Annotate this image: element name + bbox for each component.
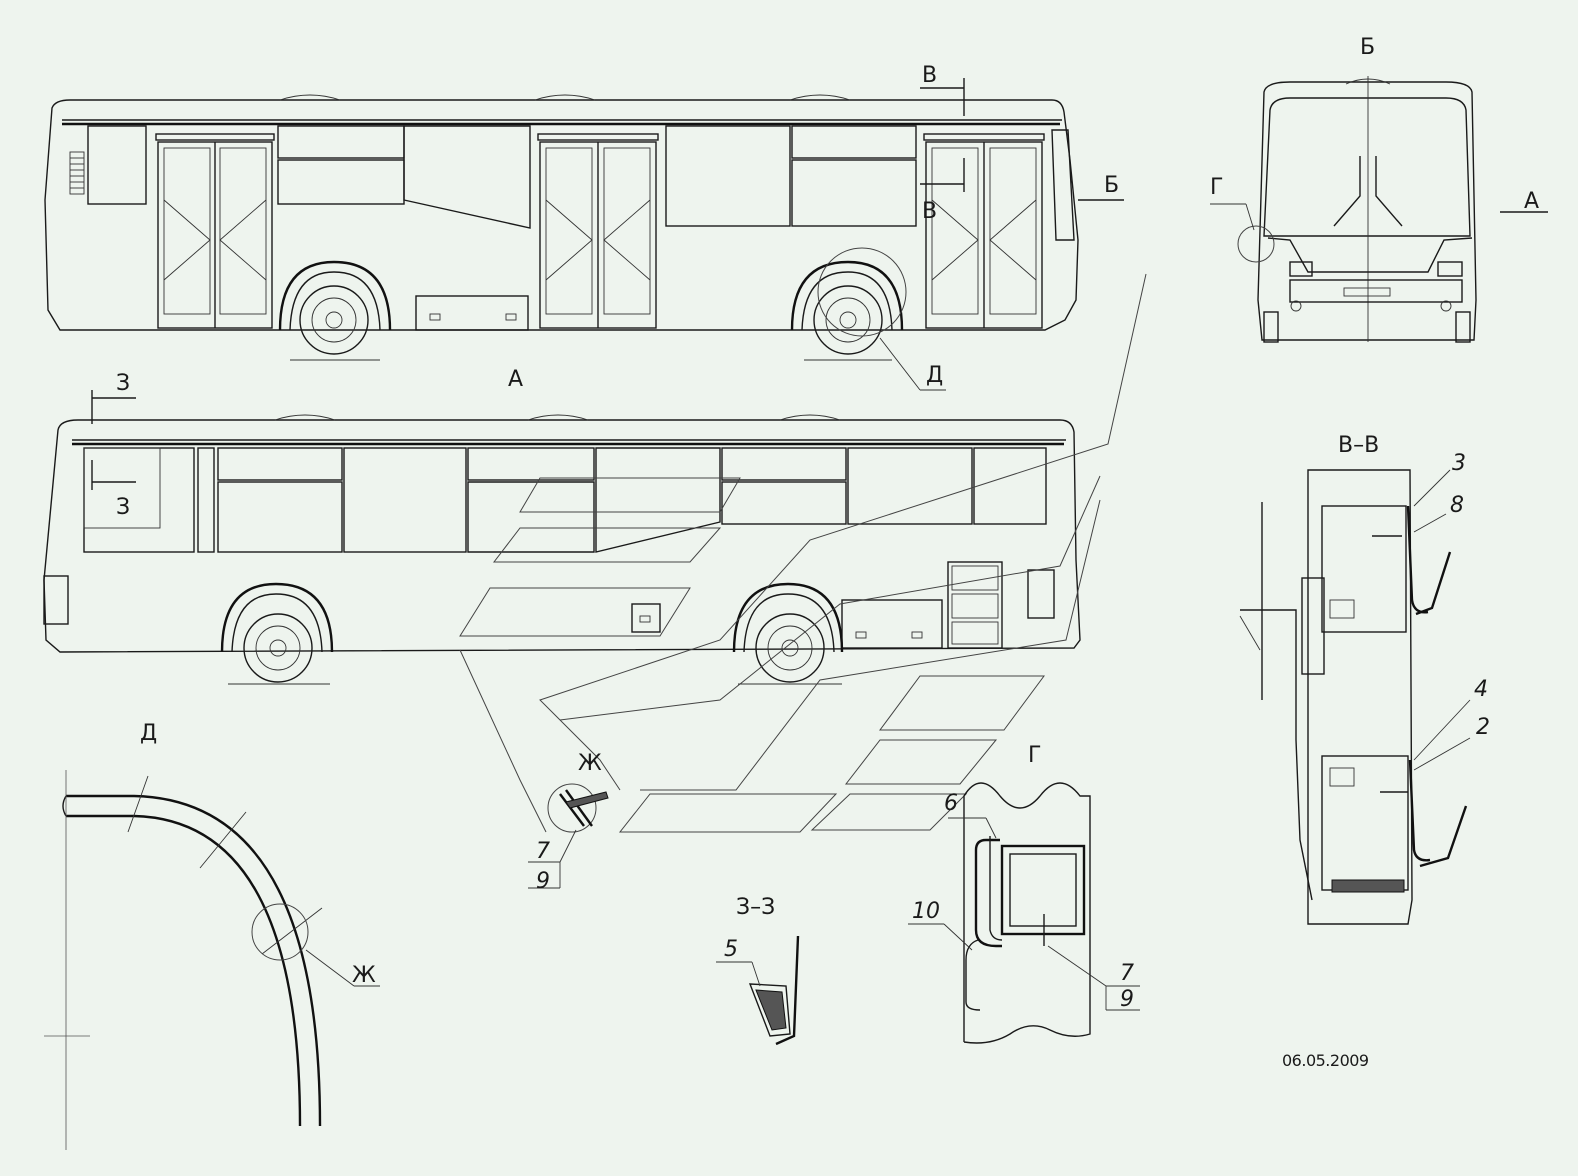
callout-vv-8: 8 [1450,493,1464,518]
section-v-bottom-label: В [922,199,937,224]
bus-side-view-bottom [43,390,1081,685]
section-vv-drawing [1239,469,1471,925]
detail-zh-marker: Ж [352,963,376,988]
detail-d-drawing [44,770,380,1150]
callout-vv-2: 2 [1476,715,1490,740]
callout-vv-4: 4 [1474,677,1488,702]
section-z-bottom-label: З [116,495,130,520]
section-v-top-label: В [922,63,937,88]
bus-side-view-top [44,78,1124,391]
callout-g-9: 9 [1120,987,1134,1012]
view-b-arrow-label: Б [1104,173,1119,198]
section-zz-title: З–З [736,895,775,920]
section-zz-drawing [716,935,800,1046]
callout-zz-5: 5 [724,937,738,962]
section-vv-title: В–В [1338,433,1379,458]
view-a-label: А [508,367,523,392]
callout-vv-3: 3 [1452,451,1466,476]
callout-g-10: 10 [912,899,940,924]
detail-zh-title: Ж [578,751,602,776]
callout-numbers: 3 8 4 2 7 9 5 6 10 7 9 [536,451,1490,1012]
view-b-label: Б [1360,35,1375,60]
detail-d-marker: Д [926,363,943,388]
detail-g-drawing [908,782,1140,1044]
callout-g-6: 6 [944,791,958,816]
callout-zh-7: 7 [536,839,550,864]
detail-zh-drawing [528,783,609,889]
callout-zh-9: 9 [536,869,550,894]
zone-outline-overlay [459,273,1147,833]
drawing-labels: А Б Б А В В В–В З З З–З Г Г Д Д Ж Ж [116,35,1539,988]
bus-front-view [1210,76,1548,343]
view-a-arrow-label: А [1524,189,1539,214]
detail-d-title: Д [140,721,157,746]
detail-g-title: Г [1028,743,1041,768]
drawing-date: 06.05.2009 [1282,1051,1369,1070]
detail-g-marker: Г [1210,175,1223,200]
section-z-top-label: З [116,371,130,396]
callout-g-7: 7 [1120,961,1134,986]
